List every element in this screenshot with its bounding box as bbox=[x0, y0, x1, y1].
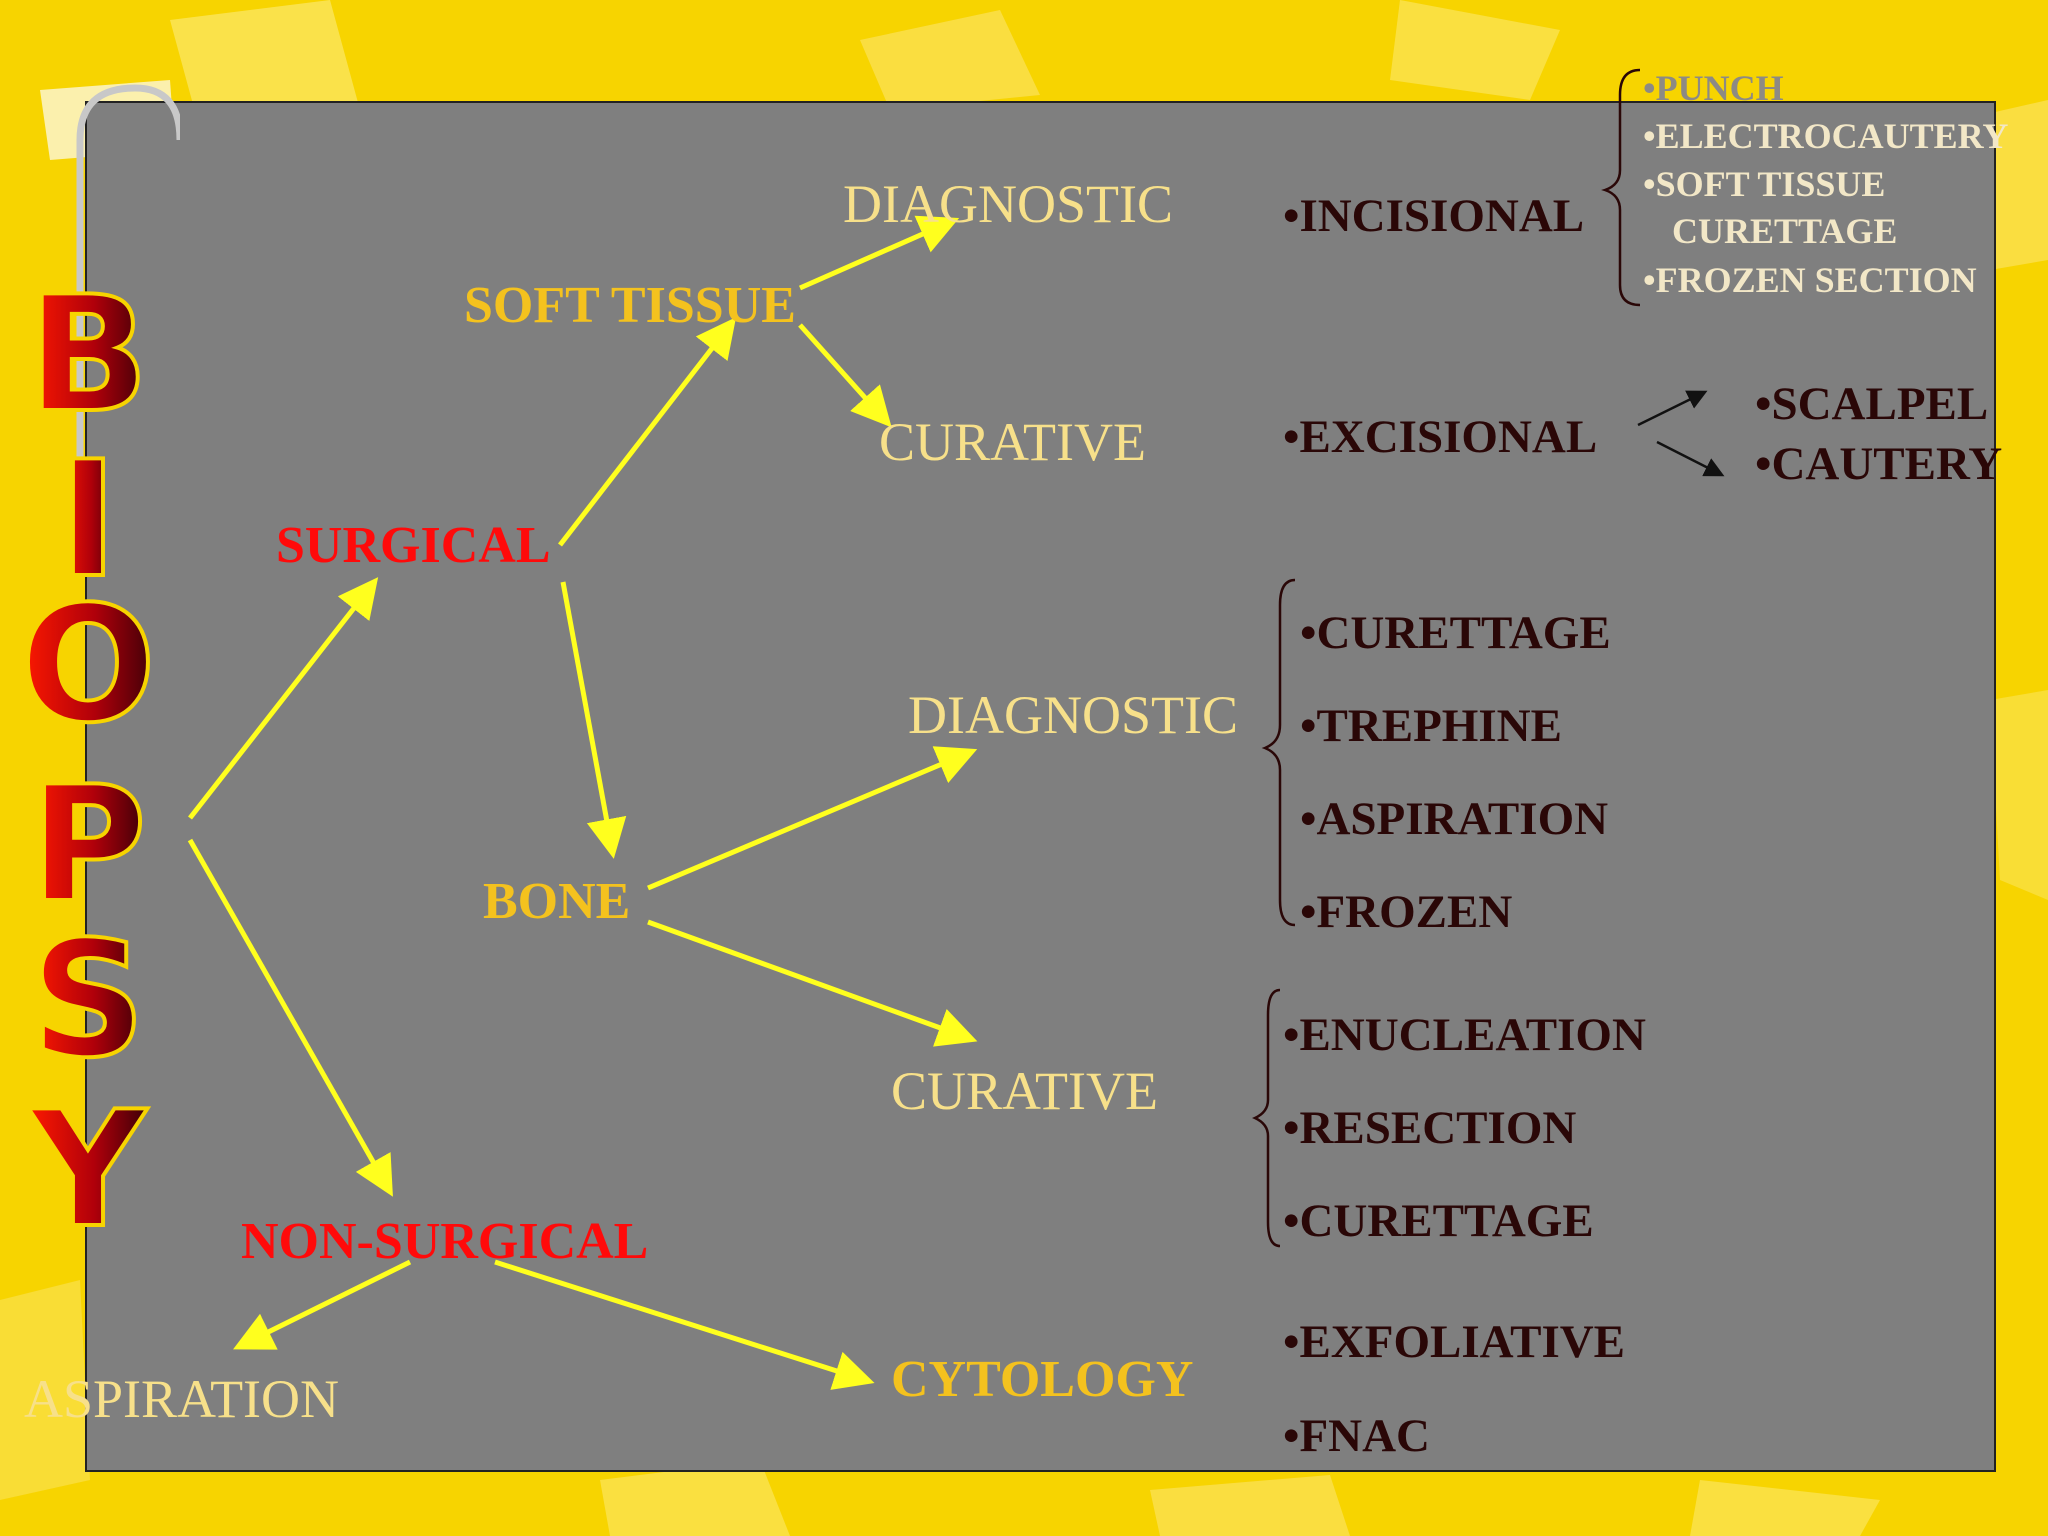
node-bone-curative: CURATIVE bbox=[891, 1061, 1158, 1121]
arrow-soft-to-curative bbox=[798, 323, 892, 428]
incisional-item-frozen-section: •FROZEN SECTION bbox=[1643, 260, 1977, 300]
node-bone-diagnostic: DIAGNOSTIC bbox=[908, 685, 1238, 745]
title-letter-p: P bbox=[29, 751, 146, 938]
node-soft-curative: CURATIVE bbox=[879, 412, 1146, 472]
arrow-bone-to-curative bbox=[647, 919, 978, 1047]
brace-bone-diagnostic bbox=[1261, 578, 1296, 927]
arrow-surgical-to-soft-tissue bbox=[558, 317, 737, 547]
arrow-bone-to-diagnostic bbox=[647, 746, 978, 891]
arrow-surgical-to-bone bbox=[560, 581, 627, 859]
node-soft-tissue: SOFT TISSUE bbox=[464, 277, 796, 334]
cytology-item-exfoliative: •EXFOLIATIVE bbox=[1283, 1316, 1626, 1368]
title-letter-s: S bbox=[30, 906, 145, 1093]
diagram-panel bbox=[85, 101, 1996, 1472]
node-aspiration: ASPIRATION bbox=[24, 1369, 340, 1429]
arrow-nonsurgical-to-aspiration bbox=[233, 1259, 412, 1350]
arrow-biopsy-to-surgical bbox=[188, 577, 379, 820]
brace-incisional bbox=[1601, 68, 1641, 307]
method-incisional: •INCISIONAL bbox=[1283, 190, 1585, 242]
bone-curative-item-curettage: •CURETTAGE bbox=[1283, 1195, 1594, 1247]
node-non-surgical: NON-SURGICAL bbox=[241, 1213, 649, 1270]
excisional-item-cautery: •CAUTERY bbox=[1755, 438, 2003, 490]
arrow-excisional-to-scalpel bbox=[1637, 390, 1708, 427]
paper-clip-icon bbox=[76, 84, 180, 550]
node-surgical: SURGICAL bbox=[276, 517, 551, 574]
incisional-item-soft-tissue: •SOFT TISSUE bbox=[1643, 164, 1886, 204]
node-soft-diagnostic: DIAGNOSTIC bbox=[843, 174, 1173, 234]
title-letter-i: I bbox=[58, 426, 118, 613]
arrow-excisional-to-cautery bbox=[1656, 440, 1725, 477]
incisional-item-punch: •PUNCH bbox=[1643, 68, 1784, 108]
title-letter-y: Y bbox=[28, 1076, 148, 1240]
excisional-item-scalpel: •SCALPEL bbox=[1755, 378, 1989, 430]
cytology-item-fnac: •FNAC bbox=[1283, 1410, 1430, 1462]
title-letter-o: O bbox=[20, 571, 156, 758]
bone-diagnostic-item-frozen: •FROZEN bbox=[1300, 886, 1513, 938]
incisional-item-curettage: CURETTAGE bbox=[1672, 211, 1898, 251]
method-excisional: •EXCISIONAL bbox=[1283, 411, 1598, 463]
arrow-biopsy-to-non-surgical bbox=[187, 838, 393, 1197]
bone-diagnostic-item-curettage: •CURETTAGE bbox=[1300, 607, 1611, 659]
incisional-item-electrocautery: •ELECTROCAUTERY bbox=[1643, 116, 2009, 156]
title-letter-b: B bbox=[27, 270, 149, 448]
node-bone: BONE bbox=[483, 873, 631, 930]
arrow-soft-to-diagnostic bbox=[798, 215, 960, 291]
bone-curative-item-enucleation: •ENUCLEATION bbox=[1283, 1009, 1646, 1061]
arrow-nonsurgical-to-cytology bbox=[494, 1259, 875, 1390]
bone-curative-item-resection: •RESECTION bbox=[1283, 1102, 1577, 1154]
biopsy-vertical-title: B I O P S Y bbox=[18, 270, 158, 1240]
node-cytology: CYTOLOGY bbox=[891, 1351, 1194, 1408]
bone-diagnostic-item-trephine: •TREPHINE bbox=[1300, 700, 1562, 752]
bone-diagnostic-item-aspiration: •ASPIRATION bbox=[1300, 793, 1609, 845]
brace-bone-curative bbox=[1252, 988, 1281, 1248]
